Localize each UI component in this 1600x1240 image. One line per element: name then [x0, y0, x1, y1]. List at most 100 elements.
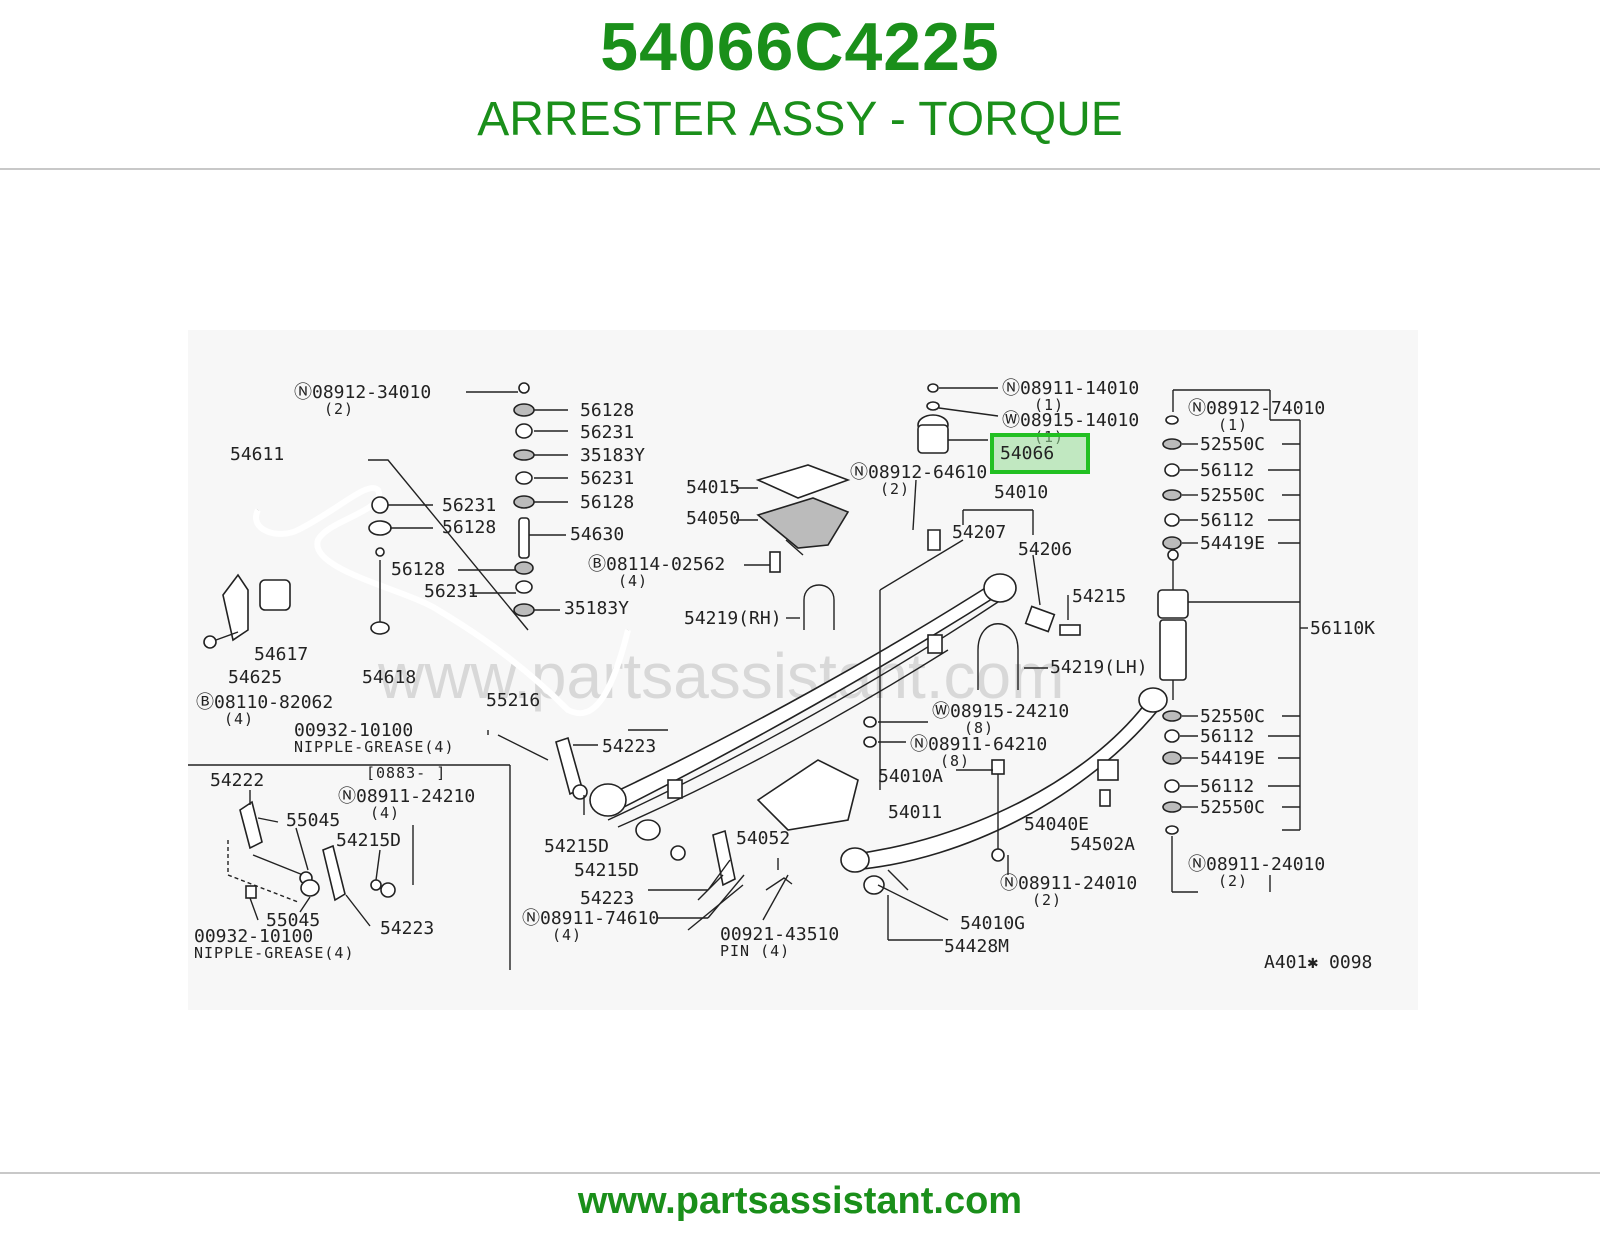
label-55216: 55216 [486, 690, 540, 711]
bushing-bracket-54617 [203, 573, 291, 649]
label-54219-rh: 54219(RH) [684, 608, 782, 629]
label-54215: 54215 [1072, 586, 1126, 607]
callout-labels: Ⓝ08912-34010 (2) 56128 56231 35183Y 5623… [194, 378, 1375, 973]
drawing-code: A401✱ 0098 [1264, 952, 1372, 973]
label-56110k: 56110K [1310, 618, 1375, 639]
label-54625: 54625 [228, 667, 282, 688]
label-54611: 54611 [230, 444, 284, 465]
part-number: 54066C4225 [600, 9, 1000, 85]
label-qty: (1) [1218, 416, 1248, 434]
label-qty: (2) [1218, 872, 1248, 890]
label-qty: (1) [1034, 396, 1064, 414]
site-url-link[interactable]: www.partsassistant.com [577, 1180, 1023, 1222]
label-54419e: 54419E [1200, 748, 1265, 769]
label-54040e: 54040E [1024, 814, 1089, 835]
leaf-spring-main [589, 573, 1017, 828]
label-nipple-grease: NIPPLE-GREASE(4) [294, 738, 455, 756]
label-56112: 56112 [1200, 460, 1254, 481]
label-56231: 56231 [580, 468, 634, 489]
label-56128: 56128 [580, 492, 634, 513]
bump-stopper-assembly [736, 464, 851, 573]
label-qty: (4) [224, 710, 254, 728]
label-qty: (4) [552, 926, 582, 944]
label-35183y: 35183Y [564, 598, 629, 619]
leader-lines-lower [658, 855, 1009, 941]
label-54052: 54052 [736, 828, 790, 849]
label-54050: 54050 [686, 508, 740, 529]
leader-lines-right [1171, 389, 1308, 893]
label-54207: 54207 [952, 522, 1006, 543]
label-54206: 54206 [1018, 539, 1072, 560]
label-55045: 55045 [266, 910, 320, 931]
label-54223: 54223 [602, 736, 656, 757]
label-54011: 54011 [888, 802, 942, 823]
shock-hardware [1162, 415, 1182, 835]
part-name: ARRESTER ASSY - TORQUE [477, 93, 1123, 146]
label-08912-64610: Ⓝ08912-64610 [850, 462, 987, 483]
label-qty: (4) [370, 804, 400, 822]
bottom-divider [0, 1172, 1600, 1174]
label-54618: 54618 [362, 667, 416, 688]
cotter-pin [765, 877, 793, 891]
highlight-box [990, 433, 1090, 474]
label-52550c: 52550C [1200, 706, 1265, 727]
label-08911-64210: Ⓝ08911-64210 [910, 734, 1047, 755]
inset-detail [188, 764, 511, 970]
label-54215d: 54215D [544, 836, 609, 857]
label-08911-14010: Ⓝ08911-14010 [1002, 378, 1139, 399]
watermark-text: www.partsassistant.com [377, 640, 1064, 712]
label-54428m: 54428M [944, 936, 1009, 957]
label-55045: 55045 [286, 810, 340, 831]
u-bolt-rh [786, 584, 835, 630]
label-54617: 54617 [254, 644, 308, 665]
label-54215d: 54215D [336, 830, 401, 851]
label-00932-10100: 00932-10100 [294, 720, 413, 741]
label-qty: (4) [618, 572, 648, 590]
label-pin: PIN (4) [720, 942, 790, 960]
label-54419e: 54419E [1200, 533, 1265, 554]
label-08911-24210: Ⓝ08911-24210 [338, 786, 475, 807]
label-56112: 56112 [1200, 726, 1254, 747]
top-divider [0, 168, 1600, 170]
label-54010: 54010 [994, 482, 1048, 503]
page-header: 54066C4225 ARRESTER ASSY - TORQUE [0, 0, 1600, 170]
label-54219-lh: 54219(LH) [1050, 657, 1148, 678]
label-54010g: 54010G [960, 913, 1025, 934]
label-52550c: 52550C [1200, 797, 1265, 818]
label-56128: 56128 [391, 559, 445, 580]
label-54066-highlighted: 54066 [1000, 443, 1054, 464]
label-qty: (2) [1032, 891, 1062, 909]
label-54010a: 54010A [878, 766, 943, 787]
shackle-left [497, 734, 736, 887]
label-56128: 56128 [580, 400, 634, 421]
label-35183y: 35183Y [580, 445, 645, 466]
label-52550c: 52550C [1200, 434, 1265, 455]
label-08911-24010: Ⓝ08911-24010 [1000, 873, 1137, 894]
u-bolt-lh [977, 623, 1048, 690]
label-08114-02562: Ⓑ08114-02562 [588, 554, 725, 575]
label-54630: 54630 [570, 524, 624, 545]
label-qty: (8) [964, 719, 994, 737]
label-56128: 56128 [442, 517, 496, 538]
label-qty: (2) [324, 400, 354, 418]
center-hardware [635, 383, 1119, 895]
leader-lines-left [388, 391, 568, 611]
label-00921-43510: 00921-43510 [720, 924, 839, 945]
label-date-range: [0883- ] [366, 764, 446, 782]
label-08912-74010: Ⓝ08912-74010 [1188, 398, 1325, 419]
label-08915-14010: Ⓦ08915-14010 [1002, 410, 1139, 431]
label-54215d: 54215D [574, 860, 639, 881]
label-08912-34010: Ⓝ08912-34010 [294, 382, 431, 403]
label-nipple-grease: NIPPLE-GREASE(4) [194, 944, 355, 962]
label-56231: 56231 [424, 581, 478, 602]
shock-absorber [1157, 549, 1189, 700]
leader-lines-center [487, 387, 1069, 891]
label-08911-24010: Ⓝ08911-24010 [1188, 854, 1325, 875]
label-00932-10100: 00932-10100 [194, 926, 313, 947]
label-08915-24210: Ⓦ08915-24210 [932, 701, 1069, 722]
label-08911-74610: Ⓝ08911-74610 [522, 908, 659, 929]
parts-diagram: www.partsassistant.com [188, 330, 1418, 1010]
label-56231: 56231 [580, 422, 634, 443]
exploded-view-drawing: www.partsassistant.com [188, 378, 1375, 973]
label-52550c: 52550C [1200, 485, 1265, 506]
